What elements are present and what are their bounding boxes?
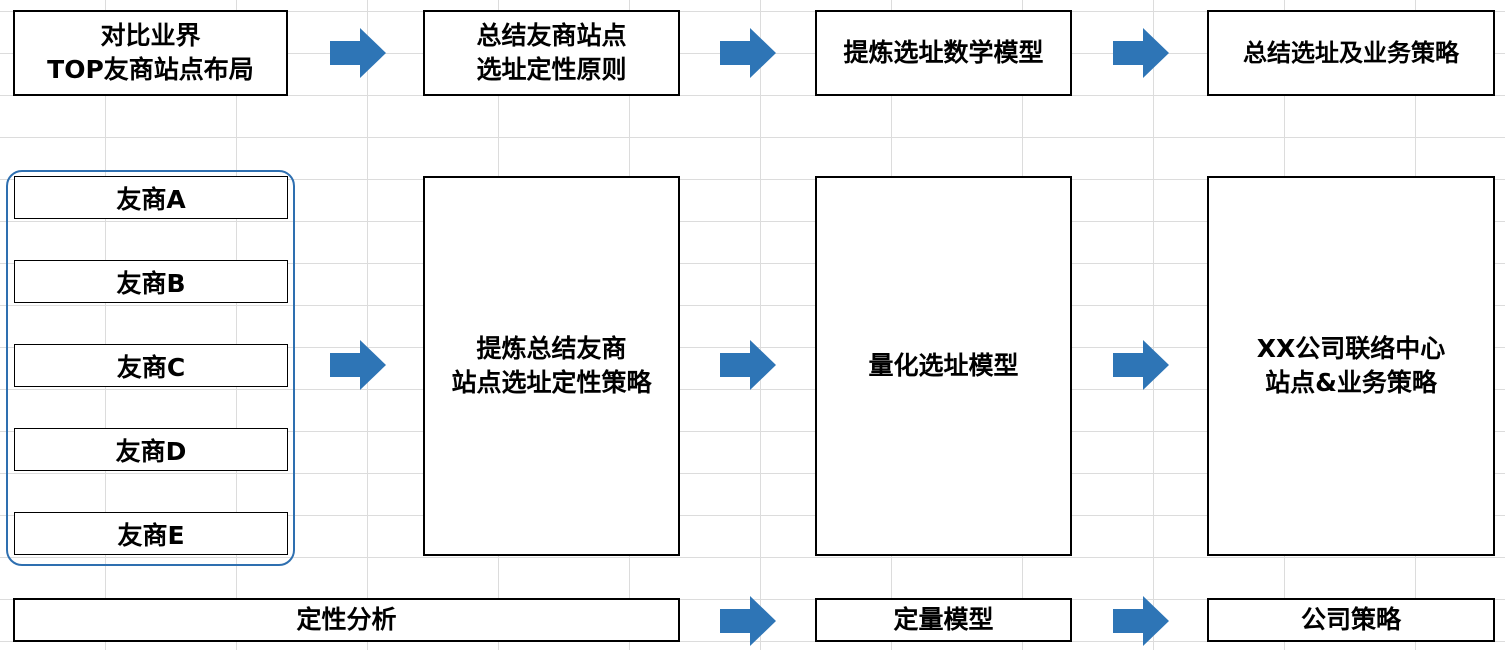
right-arrow-icon xyxy=(1113,340,1169,390)
competitor-b: 友商B xyxy=(14,260,288,303)
competitor-e: 友商E xyxy=(14,512,288,555)
right-arrow-icon xyxy=(720,340,776,390)
competitor-d: 友商D xyxy=(14,428,288,471)
right-arrow-icon xyxy=(720,28,776,78)
company-strategy-label: 公司策略 xyxy=(1207,598,1495,642)
competitor-group xyxy=(6,170,295,566)
qualitative-strategy-box: 提炼总结友商 站点选址定性策略 xyxy=(423,176,680,556)
quantitative-model-label: 定量模型 xyxy=(815,598,1072,642)
right-arrow-icon xyxy=(1113,28,1169,78)
step-box-compare-industry: 对比业界 TOP友商站点布局 xyxy=(13,10,288,96)
step-box-extract-model: 提炼选址数学模型 xyxy=(815,10,1072,96)
qualitative-analysis-label: 定性分析 xyxy=(13,598,680,642)
competitor-c: 友商C xyxy=(14,344,288,387)
competitor-a: 友商A xyxy=(14,176,288,219)
right-arrow-icon xyxy=(1113,596,1169,646)
quantitative-model-box: 量化选址模型 xyxy=(815,176,1072,556)
step-box-summarize-principles: 总结友商站点 选址定性原则 xyxy=(423,10,680,96)
right-arrow-icon xyxy=(720,596,776,646)
company-strategy-box: XX公司联络中心 站点&业务策略 xyxy=(1207,176,1495,556)
step-box-summarize-strategy: 总结选址及业务策略 xyxy=(1207,10,1495,96)
right-arrow-icon xyxy=(330,28,386,78)
right-arrow-icon xyxy=(330,340,386,390)
